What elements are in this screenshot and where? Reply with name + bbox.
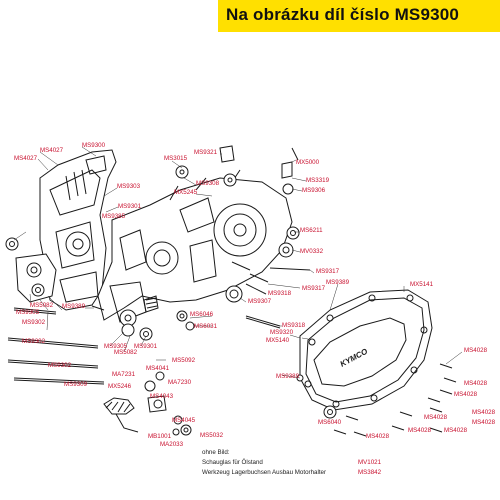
part-label: MS9303 — [117, 183, 141, 190]
part-label: MS4028 — [464, 380, 488, 387]
part-label: MS9385 — [102, 213, 126, 220]
part-label: MS9305 — [104, 343, 128, 350]
part-label: MS4043 — [150, 393, 174, 400]
part-label: MS3319 — [306, 177, 330, 184]
bolts-drawing — [7, 261, 311, 385]
part-label: MS9307 — [248, 298, 272, 305]
part-label: MX5141 — [410, 281, 434, 288]
part-label: MS9320 — [270, 329, 294, 336]
part-label: MS5092 — [172, 357, 196, 364]
footer-item-code: MS3842 — [358, 469, 382, 476]
left-mount-bracket-drawing — [5, 237, 57, 303]
part-label: MS9389 — [326, 279, 350, 286]
part-label: MX5245 — [174, 189, 198, 196]
part-label: MS4045 — [172, 417, 196, 424]
part-label: MX5246 — [108, 383, 132, 390]
part-label: MS9300 — [82, 142, 106, 149]
part-label: MS6031 — [194, 323, 218, 330]
cover-bolts-drawing — [296, 363, 457, 437]
part-label: MS4028 — [366, 433, 390, 440]
part-label: MS5032 — [200, 432, 224, 439]
right-crankcase-drawing — [97, 169, 293, 327]
part-label: MS4028 — [454, 391, 478, 398]
part-label: MS6040 — [318, 419, 342, 426]
part-label: MS9301 — [134, 343, 158, 350]
kickstarter-parts-drawing — [103, 371, 192, 436]
bearings-drawing — [121, 226, 300, 341]
part-label: MS5082 — [114, 349, 138, 356]
part-label: MS4027 — [40, 147, 64, 154]
part-label: MS4028 — [472, 419, 496, 426]
part-label: MS4027 — [14, 155, 38, 162]
part-label: MS9321 — [194, 149, 218, 156]
part-label: MS4028 — [472, 409, 496, 416]
part-label: MS5082 — [30, 302, 54, 309]
part-label: MS9317 — [302, 285, 326, 292]
part-label: MS4028 — [464, 347, 488, 354]
part-label: MS4041 — [146, 365, 170, 372]
part-label: MS3015 — [164, 155, 188, 162]
part-label: MS4028 — [444, 427, 468, 434]
footer-item-code: MV1021 — [358, 459, 382, 466]
part-label: MS6046 — [190, 311, 214, 318]
part-label: MV0332 — [300, 248, 324, 255]
top-small-parts-drawing — [175, 145, 299, 195]
footer-note-heading: ohne Bild: — [202, 449, 230, 456]
part-label: MS4028 — [408, 427, 432, 434]
part-label: MS9318 — [268, 290, 292, 297]
part-label: MS9317 — [316, 268, 340, 275]
footer-item-label: Werkzeug Lagerbuchsen Ausbau Motorhalter — [202, 469, 327, 476]
part-label: MS9302 — [22, 338, 46, 345]
part-label: MS9308 — [196, 180, 220, 187]
side-cover-drawing: KYMCO — [299, 289, 433, 411]
part-label: MS9389 — [62, 303, 86, 310]
part-label: MS9301 — [118, 203, 142, 210]
part-label: MS9389 — [276, 373, 300, 380]
part-label: MX5140 — [266, 337, 290, 344]
part-label: MS9318 — [282, 322, 306, 329]
part-label: MA7231 — [112, 371, 136, 378]
part-label: MS4028 — [424, 414, 448, 421]
part-label: MS9302 — [22, 319, 46, 326]
part-label: MS9302 — [48, 362, 72, 369]
leader-lines — [13, 146, 463, 379]
part-label: MS9306 — [302, 187, 326, 194]
part-label: MA2033 — [160, 441, 184, 448]
part-label: MB1001 — [148, 433, 172, 440]
part-label: MS6211 — [300, 227, 323, 234]
footer-item-label: Schauglas für Ölstand — [202, 459, 263, 466]
page-title: Na obrázku díl číslo MS9300 — [226, 5, 460, 24]
part-label: MS9309 — [64, 381, 88, 388]
part-labels: MS9300 MS4027 MS4027 MS9303 MS9301 MS938… — [14, 142, 496, 448]
part-label: MX5000 — [296, 159, 320, 166]
title-banner: Na obrázku díl číslo MS9300 — [218, 0, 500, 32]
part-label: MS9305 — [16, 309, 40, 316]
part-label: MA7230 — [168, 379, 192, 386]
